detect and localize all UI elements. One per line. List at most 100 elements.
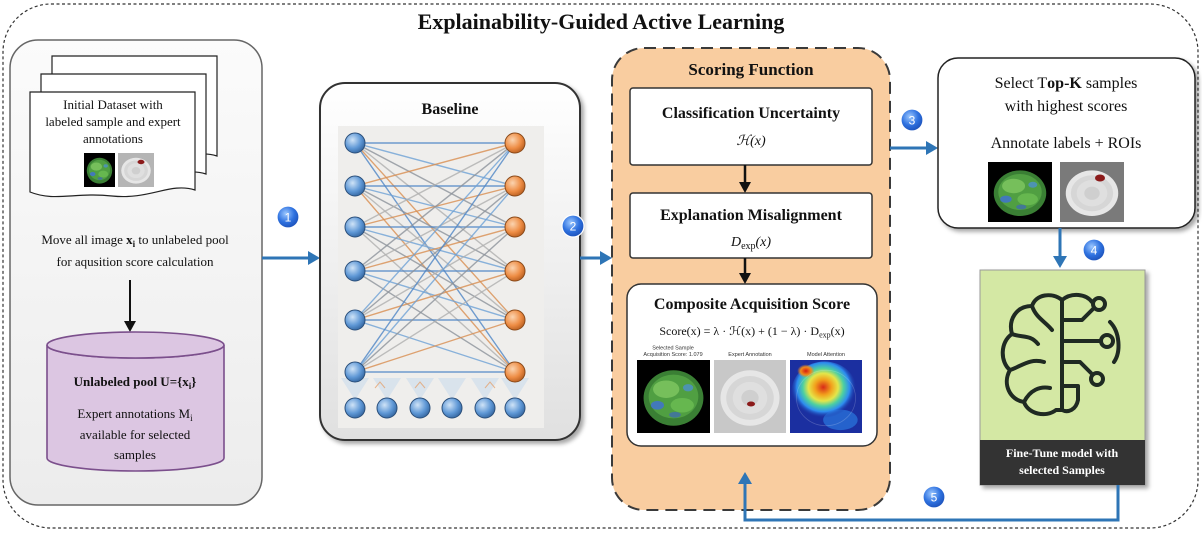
- nn-chevron: [414, 381, 426, 389]
- nn-node-bottom: [344, 397, 366, 419]
- misalignment-box: [629, 192, 873, 259]
- step-2-circle: [561, 214, 585, 238]
- selected-sample-mri-image: [637, 360, 710, 433]
- nn-node-input: [344, 216, 366, 238]
- nn-node-output: [504, 361, 526, 383]
- uncertainty-box: [629, 87, 873, 166]
- brain-circuit-icon: [1000, 293, 1121, 417]
- nn-link: [354, 185, 516, 272]
- outer-border: [2, 3, 1199, 529]
- nn-node-input: [344, 132, 366, 154]
- nn-fan: [438, 378, 466, 400]
- nn-chevron: [374, 381, 386, 389]
- step-1-number: 1: [285, 211, 292, 225]
- pool-text-line-3: samples: [114, 447, 156, 462]
- nn-node-input: [344, 309, 366, 331]
- pool-text-sub: i: [190, 413, 193, 423]
- nn-node-input: [344, 361, 366, 383]
- misalignment-symbol-main: D: [730, 235, 741, 250]
- nn-fan: [373, 378, 401, 400]
- step-3-circle: [900, 108, 924, 132]
- step-4-number: 4: [1091, 244, 1098, 258]
- flow-arrow-1-head: [308, 251, 320, 265]
- uncertainty-symbol: ℋ(x): [736, 134, 766, 149]
- flow-arrow-4-head: [1053, 256, 1067, 268]
- score-arrow-2-head: [739, 273, 751, 284]
- formula-tail: (x): [831, 324, 845, 338]
- nn-node-output: [504, 309, 526, 331]
- nn-node-bottom: [504, 397, 526, 419]
- caption-selected-sample-line-2: Acquisition Score: 1.079: [643, 352, 702, 358]
- nn-fan: [341, 378, 369, 400]
- nn-fan: [501, 378, 529, 400]
- nn-link: [354, 270, 516, 373]
- dataset-mri-thumbnail: [84, 153, 115, 187]
- nn-node-input: [344, 260, 366, 282]
- pool-text-line-2: available for selected: [80, 427, 191, 442]
- nn-link: [354, 142, 516, 228]
- pool-text-prefix: Expert annotations M: [77, 406, 190, 421]
- nn-fan: [471, 378, 499, 400]
- pool-title-sub: i: [189, 381, 192, 391]
- nn-link: [354, 319, 516, 373]
- expert-annotation-roi: [747, 401, 755, 407]
- unlabeled-pool-cylinder: Unlabeled pool U={xi} Expert annotations…: [46, 331, 225, 472]
- move-sub: i: [133, 239, 136, 249]
- nn-fan: [406, 378, 434, 400]
- step-2-badge: 2: [561, 214, 585, 238]
- step-4-badge: 4: [1082, 238, 1106, 262]
- select-topk-suffix: samples: [1082, 75, 1138, 92]
- misalignment-title: Explanation Misalignment: [660, 207, 842, 224]
- baseline-title: Baseline: [422, 101, 479, 118]
- finetune-panel: Fine-Tune model with selected Samples: [979, 269, 1146, 486]
- select-topk-prefix: Select T: [995, 75, 1048, 92]
- nn-node-bottom: [474, 397, 496, 419]
- left-down-arrow-head: [124, 321, 136, 332]
- formula-main: Score(x) = λ · ℋ(x) + (1 − λ) · D: [659, 324, 819, 338]
- step-5-circle: [922, 485, 946, 509]
- misalignment-symbol: Dexp(x): [730, 235, 771, 252]
- step-3-badge: 3: [900, 108, 924, 132]
- select-topk-bold: op-K: [1047, 75, 1082, 92]
- nn-node-output: [504, 175, 526, 197]
- dataset-text-line-1: Initial Dataset with: [63, 97, 163, 112]
- step-5-badge: 5: [922, 485, 946, 509]
- expert-annotation-image: [720, 370, 780, 426]
- score-arrow-1-head: [739, 182, 751, 193]
- baseline-panel: Baseline: [319, 82, 581, 441]
- selected-annotation-roi: [1095, 174, 1105, 182]
- composite-score-title: Composite Acquisition Score: [654, 296, 850, 313]
- uncertainty-title: Classification Uncertainty: [662, 105, 840, 122]
- annotate-labels-text: Annotate labels + ROIs: [991, 135, 1142, 152]
- step-2-number: 2: [570, 220, 577, 234]
- move-var: x: [126, 232, 133, 247]
- nn-node-input: [344, 175, 366, 197]
- model-attention-heatmap: [790, 360, 862, 433]
- flow-arrow-3-head: [926, 141, 938, 155]
- select-topk-panel: Select Top-K samples with highest scores…: [937, 57, 1196, 229]
- composite-score-formula: Score(x) = λ · ℋ(x) + (1 − λ) · Dexp(x): [659, 324, 844, 340]
- nn-node-bottom: [409, 397, 431, 419]
- pool-text-line-1: Expert annotations Mi: [77, 406, 193, 423]
- scoring-function-panel: Scoring Function Classification Uncertai…: [611, 47, 891, 511]
- cylinder-top: [46, 331, 225, 359]
- move-images-text: Move all image xi to unlabeled pool: [41, 232, 229, 249]
- pool-title-prefix: Unlabeled pool U={x: [74, 374, 190, 389]
- flow-arrow-5-line: [743, 482, 1120, 522]
- step-5-number: 5: [931, 491, 938, 505]
- nn-link: [354, 142, 516, 187]
- scoring-function-title: Scoring Function: [688, 60, 814, 79]
- nn-link: [354, 270, 516, 321]
- step-1-badge: 1: [276, 205, 300, 229]
- nn-link: [354, 226, 516, 321]
- nn-node-bottom: [376, 397, 398, 419]
- neural-network-graphic: [341, 132, 529, 419]
- caption-selected-sample-line-1: Selected Sample: [652, 346, 694, 352]
- nn-node-output: [504, 216, 526, 238]
- caption-expert-annotation: Expert Annotation: [728, 352, 771, 358]
- select-topk-line-2: with highest scores: [1005, 98, 1128, 115]
- select-topk-line-1: Select Top-K samples: [995, 75, 1138, 92]
- misalignment-symbol-tail: (x): [756, 235, 772, 250]
- move-prefix: Move all image: [41, 232, 126, 247]
